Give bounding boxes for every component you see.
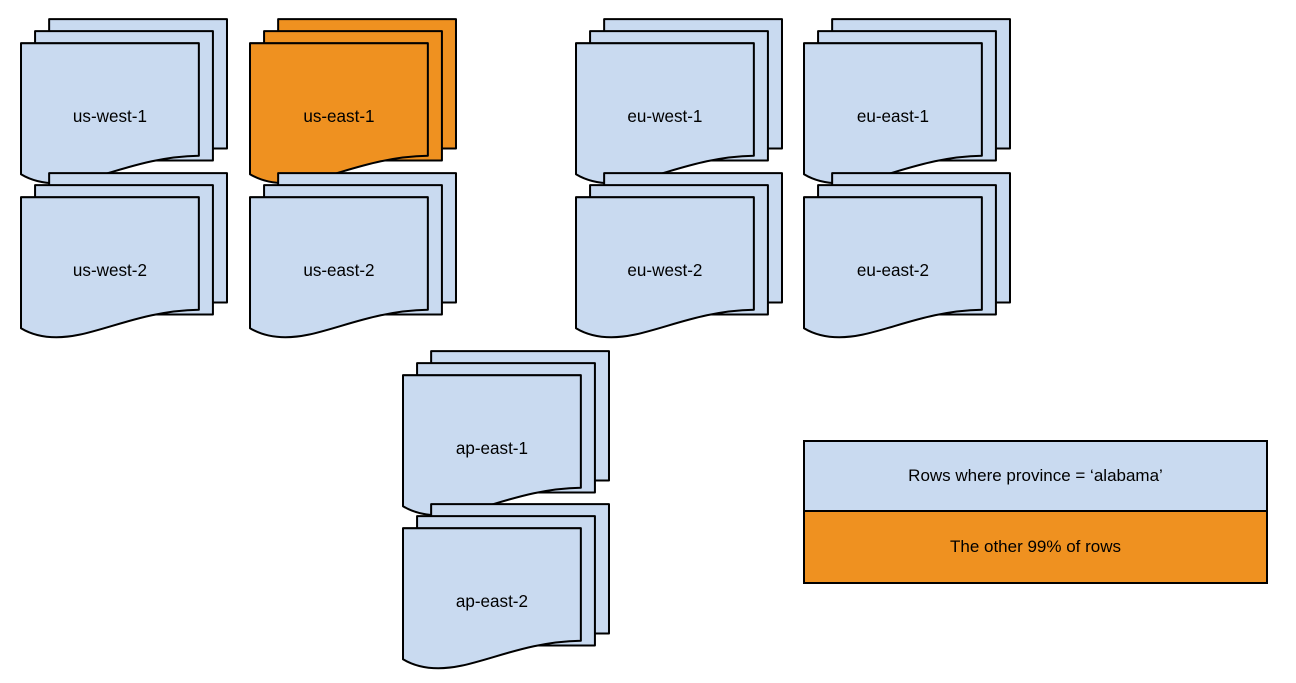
document-stack-label: us-west-1 <box>73 107 147 126</box>
document-stack-label: ap-east-1 <box>456 439 528 458</box>
document-stack-eu-east-2[interactable]: eu-east-2 <box>803 172 1012 352</box>
document-stack-label: eu-west-2 <box>627 261 702 280</box>
document-sheet-front <box>402 527 582 670</box>
document-stack-label: eu-east-1 <box>857 107 929 126</box>
document-stack-label: eu-east-2 <box>857 261 929 280</box>
legend-row-normal: Rows where province = ‘alabama’ <box>805 442 1266 512</box>
document-stack-eu-west-2[interactable]: eu-west-2 <box>575 172 784 352</box>
document-stack-us-west-2[interactable]: us-west-2 <box>20 172 229 352</box>
document-stack-us-east-1[interactable]: us-east-1 <box>249 18 458 198</box>
document-stack-ap-east-2[interactable]: ap-east-2 <box>402 503 611 683</box>
document-sheet-front <box>249 196 429 339</box>
legend-label-normal: Rows where province = ‘alabama’ <box>908 466 1163 485</box>
document-stack-eu-east-1[interactable]: eu-east-1 <box>803 18 1012 198</box>
legend-label-highlight: The other 99% of rows <box>949 537 1122 556</box>
document-stack-us-west-1[interactable]: us-west-1 <box>20 18 229 198</box>
document-stack-label: ap-east-2 <box>456 592 528 611</box>
legend-row-highlight: The other 99% of rows <box>805 512 1266 582</box>
document-sheet-front <box>803 196 983 339</box>
legend: Rows where province = ‘alabama’ The othe… <box>803 440 1268 584</box>
document-stack-ap-east-1[interactable]: ap-east-1 <box>402 350 611 530</box>
document-stack-label: eu-west-1 <box>627 107 702 126</box>
document-sheet-front <box>20 196 200 339</box>
document-stack-eu-west-1[interactable]: eu-west-1 <box>575 18 784 198</box>
document-stack-us-east-2[interactable]: us-east-2 <box>249 172 458 352</box>
document-stack-label: us-east-2 <box>303 261 374 280</box>
document-stack-label: us-west-2 <box>73 261 147 280</box>
document-sheet-front <box>575 196 755 339</box>
document-stack-label: us-east-1 <box>303 107 374 126</box>
